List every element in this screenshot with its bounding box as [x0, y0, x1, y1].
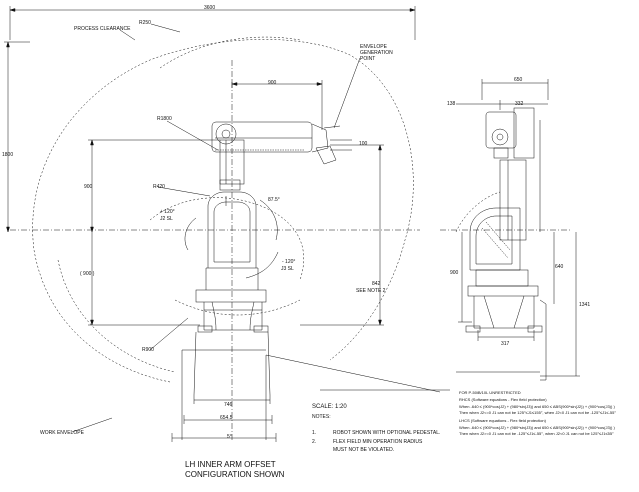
note-2-num: 2. [312, 439, 317, 445]
see-note-2: SEE NOTE 2 [356, 288, 386, 294]
work-envelope-label: WORK ENVELOPE [40, 430, 84, 436]
angle-87-5: 87.5° [268, 197, 280, 203]
dim-746: 746 [224, 402, 233, 408]
dim-900-top: 900 [268, 80, 277, 86]
dim-1800: 1800 [2, 152, 14, 158]
note-2-text: FLEX FIELD MIN OPERATION RADIUS [333, 439, 423, 445]
dim-3600: 3600 [204, 5, 216, 11]
dim-100: 100 [359, 141, 368, 147]
caption-line-1: LH INNER ARM OFFSET [185, 460, 276, 469]
robot-lower-arm [219, 139, 245, 185]
dim-138: 138 [447, 101, 456, 107]
dim-654-5: 654.5 [220, 415, 233, 421]
angle-plus-120: + 120° [160, 209, 175, 215]
envelope-point-label-1: ENVELOPE [360, 44, 387, 50]
robot-base [205, 179, 259, 290]
work-envelope-outline [32, 39, 414, 383]
equation-line-2: RHCS (Software equations - Flex field pr… [459, 397, 547, 402]
lower-envelope-arc [57, 259, 176, 373]
process-clearance-arc [159, 36, 301, 69]
dim-900-left: 900 [84, 184, 93, 190]
dim-side-900: 900 [450, 270, 459, 276]
dim-900-paren: ( 900 ) [80, 271, 95, 277]
dim-r900: R900 [142, 347, 154, 353]
dim-332: 332 [515, 101, 524, 107]
side-view-robot [455, 79, 549, 381]
robot-pedestal [195, 289, 269, 333]
j3-sl-label: J3 SL [281, 266, 294, 272]
equation-line-5: LHCS (Software equations - Flex field pr… [459, 418, 546, 423]
scale-label: SCALE: 1:20 [312, 404, 347, 410]
equation-line-6: When -640 ≤ (900*cos(J2) + (980*sin(J3))… [459, 425, 615, 430]
caption-line-2: CONFIGURATION SHOWN [185, 470, 285, 479]
envelope-point-label-2: GENERATION [360, 50, 393, 56]
inner-envelope-arc [149, 197, 304, 281]
robot-upper-arm [211, 121, 341, 165]
process-clearance-label: PROCESS CLEARANCE [74, 26, 131, 32]
dim-317: 317 [501, 341, 510, 347]
note-1-text: ROBOT SHOWN WITH OPTIONAL PEDESTAL. [333, 430, 441, 436]
equation-line-1: FOR P-50iB/10L UNRESTRICTED [459, 390, 521, 395]
j2-sl-label: J2 SL [160, 216, 173, 222]
min-radius-arc [174, 299, 301, 316]
angle-minus-120: - 120° [282, 259, 296, 265]
equation-line-4: Then when J2<=0 J1 can not be 125°≤J1≤15… [459, 410, 616, 415]
dim-r250: R250 [139, 20, 151, 26]
notes-title: NOTES: [312, 414, 331, 420]
dim-650: 650 [514, 77, 523, 83]
dim-640: 640 [555, 264, 564, 270]
dim-1341: 1341 [579, 302, 591, 308]
envelope-point-label-3: POINT [360, 56, 376, 62]
equation-line-7: Then when J2>=0 J1 can not be -125°≤J1≤-… [459, 431, 614, 436]
dim-5-deg: 5° [227, 434, 232, 440]
note-3-text: MUST NOT BE VIOLATED. [333, 447, 395, 453]
dim-r420: R420 [153, 184, 165, 190]
equation-line-3: When -640 ≤ (900*cos(J2) + (980*sin(J3))… [459, 404, 615, 409]
dim-r1800: R1800 [157, 116, 172, 122]
note-1-num: 1. [312, 430, 317, 436]
dim-842: 842 [372, 281, 381, 287]
